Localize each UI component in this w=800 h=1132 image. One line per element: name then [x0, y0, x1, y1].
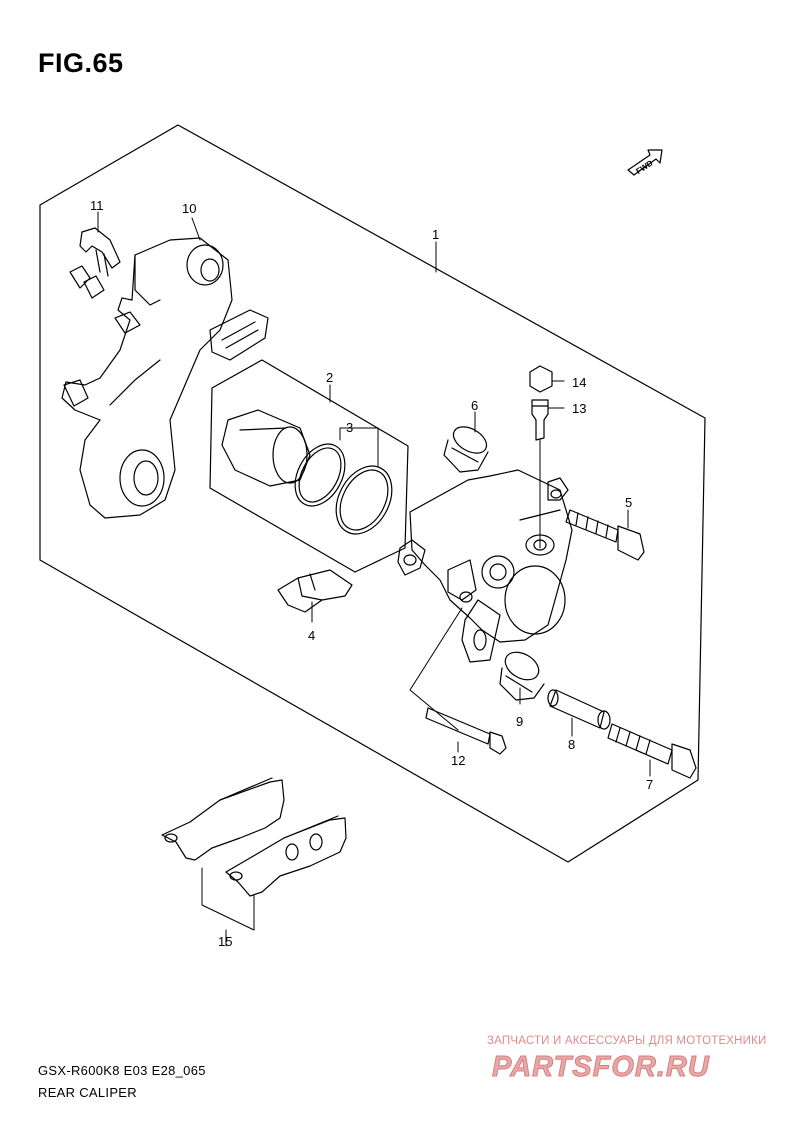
callout-2: 2 [326, 370, 333, 385]
bleeder-valve-part [531, 399, 549, 441]
callout-1: 1 [432, 227, 439, 242]
boot-part [443, 426, 489, 473]
bolt-7-part [607, 723, 697, 779]
sleeve-boot-part [499, 651, 545, 701]
diagram-caption: REAR CALIPER [38, 1085, 137, 1100]
brake-pad-part [161, 777, 347, 897]
fwd-arrow-icon [627, 149, 663, 176]
pad-retainer-part [277, 569, 353, 613]
pad-spring-part [69, 227, 121, 299]
callout-15: 15 [218, 934, 232, 949]
callout-10: 10 [182, 201, 196, 216]
sleeve-part [547, 689, 611, 730]
callout-6: 6 [471, 398, 478, 413]
watermark-caption: ЗАПЧАСТИ И АКСЕССУАРЫ ДЛЯ МОТОТЕХНИКИ [487, 1035, 767, 1047]
piston-seal-part [294, 443, 393, 535]
callout-13: 13 [572, 401, 586, 416]
watermark-logo: PARTSFOR.RU [492, 1051, 710, 1084]
caliper-bracket-part [61, 237, 269, 519]
callout-9: 9 [516, 714, 523, 729]
model-code: GSX-R600K8 E03 E28_065 [38, 1063, 206, 1078]
callout-14: 14 [572, 375, 586, 390]
callout-7: 7 [646, 777, 653, 792]
callout-11: 11 [90, 198, 104, 213]
callout-4: 4 [308, 628, 315, 643]
callout-8: 8 [568, 737, 575, 752]
leader-lines [97, 211, 651, 947]
figure-title: FIG.65 [38, 48, 124, 78]
bleeder-cap-part [529, 365, 553, 393]
callout-3: 3 [346, 420, 353, 435]
caliper-body-part [397, 469, 573, 663]
callout-12: 12 [451, 753, 465, 768]
pad-pin-part [425, 707, 507, 755]
bolt-5-part [565, 509, 645, 561]
callout-labels: 1 2 3 4 5 6 7 8 9 10 11 12 13 14 15 FWD [90, 158, 655, 949]
callout-5: 5 [625, 495, 632, 510]
assembly-outline [39, 124, 706, 863]
